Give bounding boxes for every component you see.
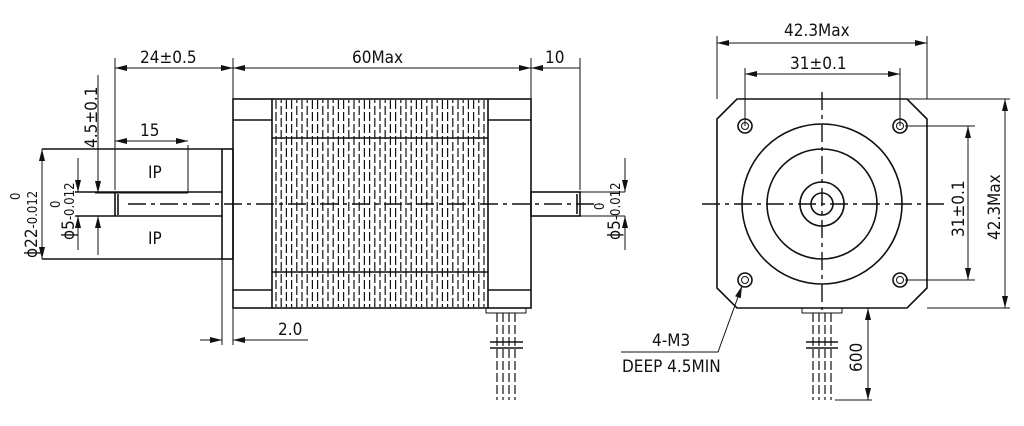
- dim-hole-spacing-v: 31±0.1: [949, 180, 969, 237]
- dim-flat-length: 15: [140, 121, 159, 141]
- dim-hole-spacing-h: 31±0.1: [790, 54, 847, 74]
- dim-rear-tol-upper: 0: [593, 203, 608, 210]
- dim-lead-length: 600: [847, 343, 867, 372]
- dim-flat-depth: 4.5±0.1: [82, 87, 102, 148]
- hole-note-line1: 4-M3: [652, 331, 690, 351]
- dim-shaft-dia: ϕ5-0.012: [59, 182, 79, 240]
- side-view: 24±0.5 60Max 10 15 IP IP 4.5±0.1 ϕ22-0.0…: [9, 48, 628, 400]
- front-face-outline: [716, 98, 928, 309]
- dim-shaft-tol-upper: 0: [49, 201, 64, 208]
- dim-flange: 2.0: [278, 320, 302, 340]
- front-lead-wires: [806, 313, 838, 400]
- dim-rear-shaft: 10: [545, 48, 564, 68]
- dim-front-shaft: 24±0.5: [140, 48, 197, 68]
- dim-rear-shaft-dia: ϕ5-0.012: [605, 182, 625, 240]
- flat-label-bottom: IP: [148, 229, 162, 249]
- dim-height: 42.3Max: [985, 174, 1005, 240]
- lead-wires: [490, 313, 523, 400]
- dim-body-length: 60Max: [352, 48, 403, 68]
- front-view: 42.3Max 31±0.1 31±0.1 42.3Max 600 4-M3 D…: [621, 21, 1010, 401]
- flat-label-top: IP: [148, 163, 162, 183]
- dim-boss-dia: ϕ22-0.012: [22, 191, 42, 258]
- dim-width: 42.3Max: [784, 21, 850, 41]
- hole-note-line2: DEEP 4.5MIN: [622, 357, 721, 377]
- dim-boss-tol-upper: 0: [9, 193, 24, 200]
